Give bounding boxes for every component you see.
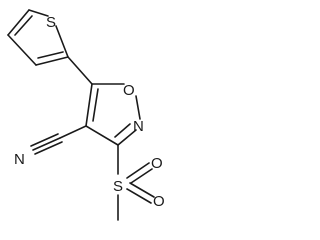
bond-c4-c5 bbox=[85, 83, 93, 127]
atom-isoxazole-n: N bbox=[133, 118, 144, 135]
bond-s-o-top-a bbox=[126, 162, 150, 179]
bond-o1-n2 bbox=[135, 95, 141, 120]
bond-c2-c3-double bbox=[37, 51, 64, 59]
atom-thiophene-s: S bbox=[46, 14, 56, 31]
atom-sulfonyl-o-right: O bbox=[153, 193, 165, 210]
atom-sulfonyl-s: S bbox=[113, 178, 123, 195]
bond-triple-1 bbox=[30, 133, 59, 147]
bond-s-o-right-b bbox=[126, 188, 152, 204]
atom-nitrile-n: N bbox=[14, 151, 25, 168]
bond-c3-c4 bbox=[85, 125, 119, 146]
nitrile-group bbox=[30, 125, 87, 155]
bond-c3-c4 bbox=[7, 34, 37, 66]
bond-c4-c5-double bbox=[14, 15, 33, 36]
bond-triple-3 bbox=[34, 141, 63, 155]
bond-c5-s bbox=[28, 9, 49, 17]
bond-n2-c3-double bbox=[114, 123, 131, 138]
bond-c4-c5 bbox=[7, 9, 30, 36]
atom-isoxazole-o: O bbox=[123, 82, 135, 99]
thiophene-ring bbox=[7, 9, 69, 66]
bond-triple-2 bbox=[32, 137, 61, 151]
sulfonyl-group bbox=[117, 144, 155, 221]
bond-c2-c3 bbox=[35, 56, 69, 66]
atom-sulfonyl-o-top: O bbox=[151, 155, 163, 172]
bond-thiophene-isoxazole bbox=[67, 56, 93, 85]
bond-c4-cn bbox=[59, 125, 87, 139]
isoxazole-ring bbox=[85, 83, 141, 146]
molecule-drawing: S O N N S O O bbox=[7, 9, 165, 221]
bond-s-c2 bbox=[55, 25, 69, 58]
bond-s-o-right-a bbox=[129, 182, 155, 198]
bond-n2-c3 bbox=[117, 129, 137, 146]
bond-c4-c5-double bbox=[92, 88, 99, 122]
structure-diagram: S O N N S O O bbox=[7, 9, 165, 221]
bond-s-o-top-b bbox=[130, 168, 153, 184]
